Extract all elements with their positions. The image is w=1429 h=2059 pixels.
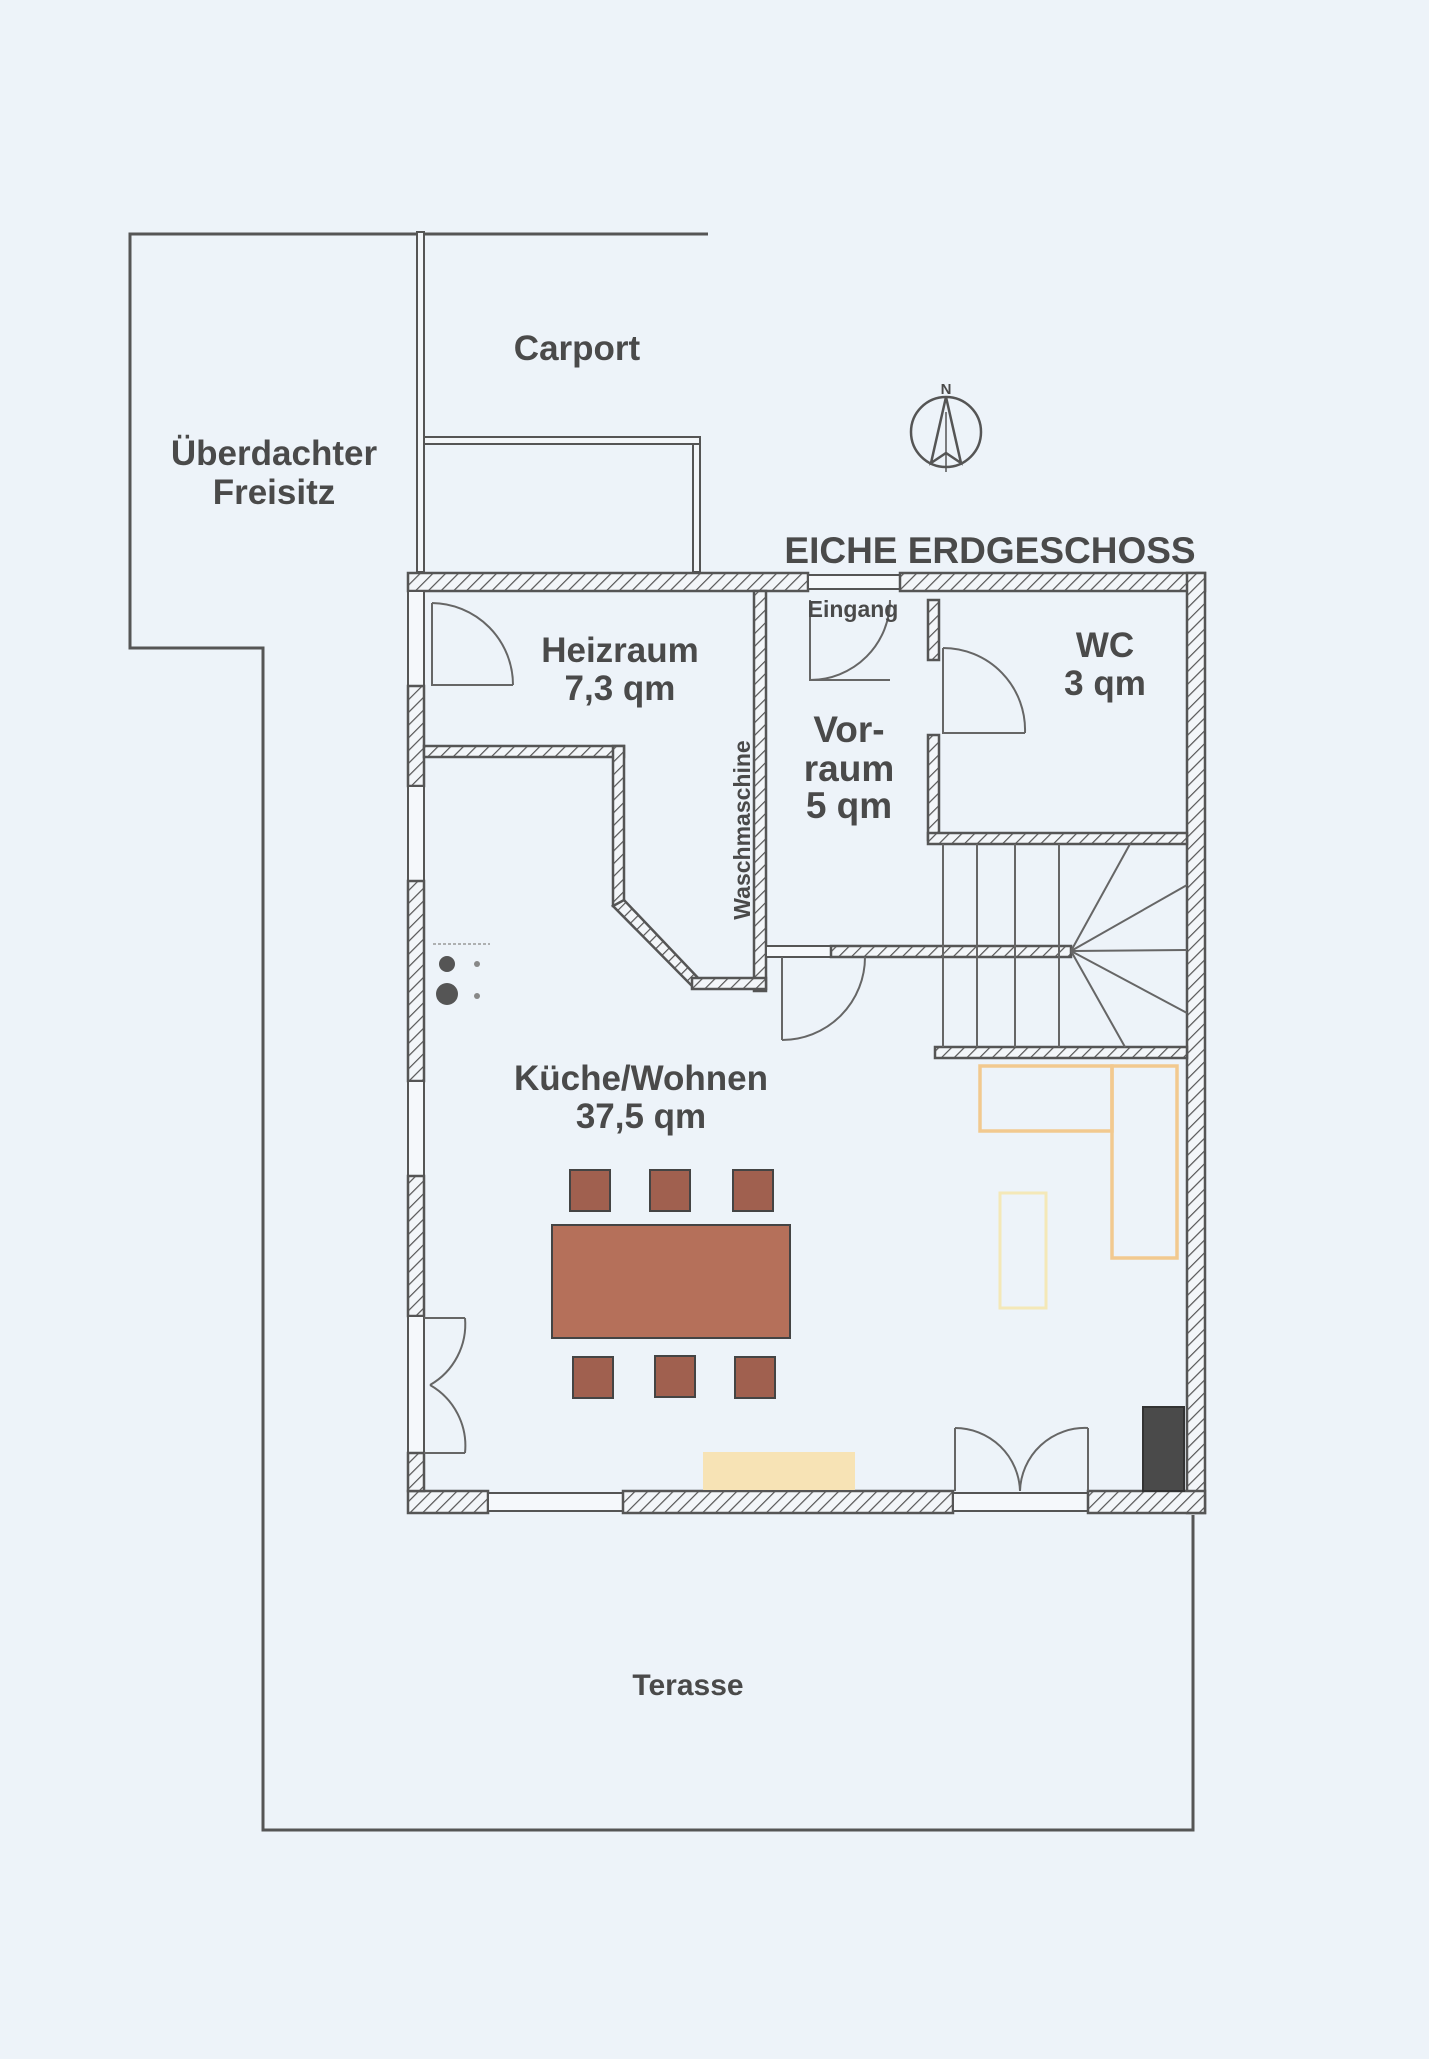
freisitz-label-2: Freisitz [213, 473, 336, 512]
heizraum-area: 7,3 qm [565, 669, 676, 708]
plan-title: EICHE ERDGESCHOSS [784, 530, 1195, 571]
chair [569, 1169, 611, 1212]
coffee-table [998, 1191, 1048, 1310]
carport-area [416, 231, 708, 573]
wc-label: WC [1076, 626, 1134, 665]
freisitz-label-1: Überdachter [171, 434, 378, 473]
chair [654, 1355, 696, 1398]
chair [572, 1356, 614, 1399]
dining-set [551, 1169, 791, 1399]
north-label: N [941, 381, 952, 398]
wc-area: 3 qm [1064, 664, 1146, 703]
north-arrow-icon: N [909, 381, 983, 472]
stove [433, 943, 490, 1005]
carport-label: Carport [514, 329, 641, 368]
doors [424, 599, 1089, 1492]
heizraum-label: Heizraum [541, 631, 699, 670]
stove-burner-small [439, 956, 455, 972]
waschmaschine-label: Waschmaschine [729, 740, 755, 919]
house-outer-walls [406, 571, 1207, 1515]
chair [734, 1356, 776, 1399]
kueche-label: Küche/Wohnen [514, 1059, 768, 1098]
staircase [942, 843, 1188, 1048]
terasse-label: Terasse [632, 1669, 743, 1702]
chair [649, 1169, 691, 1212]
vorraum-label-2: raum [804, 748, 894, 789]
stove-block [1142, 1406, 1185, 1492]
corner-sofa-part [978, 1064, 1114, 1133]
vorraum-area: 5 qm [806, 785, 892, 826]
freisitz-area [128, 232, 1195, 1832]
sideboard [703, 1452, 855, 1490]
dining-table [551, 1224, 791, 1339]
vorraum-label-1: Vor- [813, 709, 884, 750]
interior-walls [422, 589, 1189, 1060]
kueche-area: 37,5 qm [576, 1097, 706, 1136]
living-furniture [703, 1064, 1185, 1492]
chair [732, 1169, 774, 1212]
stove-burner-large [436, 983, 458, 1005]
corner-sofa-part [1110, 1064, 1179, 1260]
eingang-label: Eingang [808, 596, 899, 622]
